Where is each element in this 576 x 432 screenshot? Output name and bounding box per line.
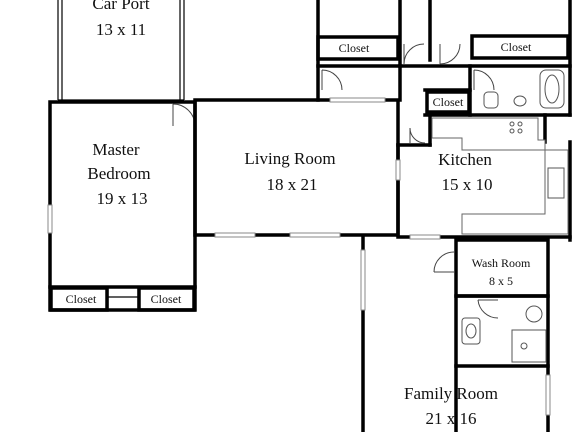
kitchen-name: Kitchen (438, 150, 492, 169)
family-room-name: Family Room (404, 384, 498, 403)
closet-label: Closet (433, 95, 464, 109)
closet-bedroom-left: Closet (49, 286, 109, 312)
master-bedroom-name-line1: Master (92, 140, 140, 159)
closet-label: Closet (339, 41, 370, 55)
living-room-name: Living Room (244, 149, 335, 168)
family-room (360, 235, 551, 432)
wash-room-name: Wash Room (472, 256, 531, 270)
closet-top-left: Closet (316, 35, 400, 61)
bathroom (454, 294, 550, 368)
car-port (57, 0, 185, 101)
family-room-size: 21 x 16 (426, 409, 477, 428)
master-bedroom-name-line2: Bedroom (87, 164, 150, 183)
living-room-size: 18 x 21 (267, 175, 318, 194)
car-port-name: Car Port (92, 0, 149, 13)
master-bedroom-size: 19 x 13 (97, 189, 148, 208)
closet-bedroom-right: Closet (137, 286, 196, 312)
closet-bath: Closet (425, 90, 471, 114)
kitchen (395, 113, 572, 242)
closet-label: Closet (66, 292, 97, 306)
closet-label: Closet (501, 40, 532, 54)
closet-top-right: Closet (470, 34, 570, 60)
wash-room-size: 8 x 5 (489, 274, 513, 288)
kitchen-size: 15 x 10 (442, 175, 493, 194)
upper-structure (316, 0, 572, 117)
car-port-size: 13 x 11 (96, 20, 146, 39)
closet-label: Closet (151, 292, 182, 306)
